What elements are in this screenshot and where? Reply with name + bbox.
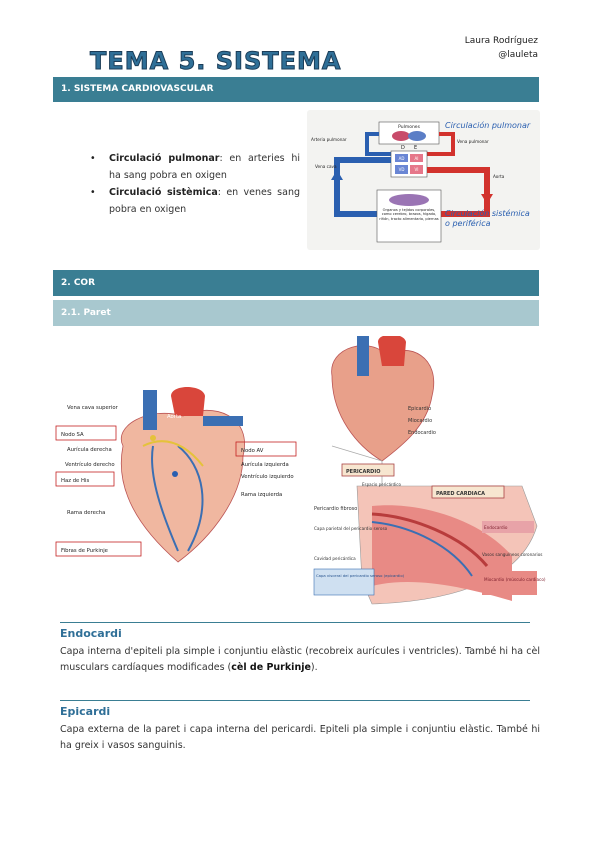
section-heading-cor: 2. COR [53,270,539,296]
rama-izquierda-label: Rama izquierda [241,492,282,498]
endocardi-heading: Endocardi [60,627,122,640]
organs-label: Órganos y tejidos corporales, como cereb… [379,208,439,221]
vena-cava-label: Vena cava [315,164,337,169]
aorta-label: Aorta [493,174,505,179]
nodo-av-label: Nodo AV [241,448,264,454]
capa-parietal-label: Capa parietal del pericardio seroso [314,526,388,531]
d-label: D [401,145,405,151]
author-handle: @lauleta [498,50,538,60]
ventriculo-izquierdo-label: Ventrículo izquierdo [241,473,294,480]
heart-wall-figure: Epicardio Miocardio Endocardio PERICARDI… [312,336,552,608]
endocardi-bold: cèl de Purkinje [231,662,311,673]
pericardio-label: PERICARDIO [346,469,380,475]
miocardio-label: Miocardio [408,418,432,424]
endocardi-text-1: Capa interna d'epiteli pla simple i conj… [60,646,540,673]
epicardi-heading: Epicardi [60,705,111,718]
e-label: E [414,145,417,151]
pericardio-fibroso-label: Pericardio fibroso [314,506,357,512]
aorta-heart-label: Aorta [167,414,181,420]
bullet-term: Circulació pulmonar [109,153,220,164]
list-item: Circulació sistèmica: en venes sang pobr… [90,184,300,218]
pared-cardiaca-label: PARED CARDIACA [436,491,485,497]
vd-label: VD [399,167,405,172]
circulation-list: Circulació pulmonar: en arteries hi ha s… [90,150,300,218]
lungs-label: Pulmones [398,124,420,130]
ai-label: AI [415,156,419,161]
capa-visceral-label: Capa visceral del pericardio seroso (epi… [316,573,405,578]
bullet-text: : en venes sang pobra en oxigen [109,187,300,215]
vena-pulmonar-label: Vena pulmonar [457,139,489,144]
ventriculo-derecho-label: Ventrículo derecho [65,461,115,468]
auricula-izquierda-label: Aurícula izquierda [241,461,289,468]
bullet-term: Circulació sistèmica [109,187,218,198]
section-heading-sistema: 1. SISTEMA CARDIOVASCULAR [53,77,539,102]
epicardio-label: Epicardio [408,406,431,412]
endocardio-box-label: Endocardio [484,525,508,530]
vasos-label: Vasos sanguíneos coronarios [482,552,542,557]
author-name: Laura Rodríguez [464,36,538,46]
fibras-purkinje-label: Fibras de Purkinje [61,548,108,554]
endocardi-paragraph: Capa interna d'epiteli pla simple i conj… [60,644,540,676]
systemic-circulation-label-1: Circulación sistémica [445,208,530,218]
list-item: Circulació pulmonar: en arteries hi ha s… [90,150,300,184]
vi-label: VI [415,167,419,172]
epicardi-paragraph: Capa externa de la paret i capa interna … [60,724,540,751]
haz-de-his-label: Haz de His [61,478,89,484]
rama-derecha-label: Rama derecha [67,510,105,516]
vena-cava-superior-label: Vena cava superior [67,405,119,411]
auricula-derecha-label: Aurícula derecha [67,446,112,453]
subsection-heading-paret: 2.1. Paret [53,300,539,326]
pulmonary-circulation-label: Circulación pulmonar [445,120,531,130]
miocardio-box-label: Miocardio (músculo cardiaco) [484,577,546,582]
espacio-pericardico-label: Espacio pericárdico [362,482,401,487]
bullet-text: : en arteries hi ha sang pobra en oxigen [109,153,300,181]
heart-conduction-figure: Vena cava superior Aorta Nodo SA Aurícul… [53,386,308,568]
endocardi-text-2: ). [310,662,318,673]
author-block: Laura Rodríguez @lauleta [465,34,538,62]
nodo-sa-label: Nodo SA [61,432,84,438]
systemic-circulation-label-2: o periférica [445,218,491,228]
cavidad-pericardica-label: Cavidad pericárdica [314,556,356,561]
circulation-diagram: Pulmones D E AD AI VD VI Órganos y tejid… [307,110,540,250]
arteria-pulmonar-label: Arteria pulmonar [311,137,347,142]
divider [60,700,530,701]
endocardio-label: Endocardio [408,430,436,436]
ad-label: AD [399,156,405,161]
divider [60,622,530,623]
